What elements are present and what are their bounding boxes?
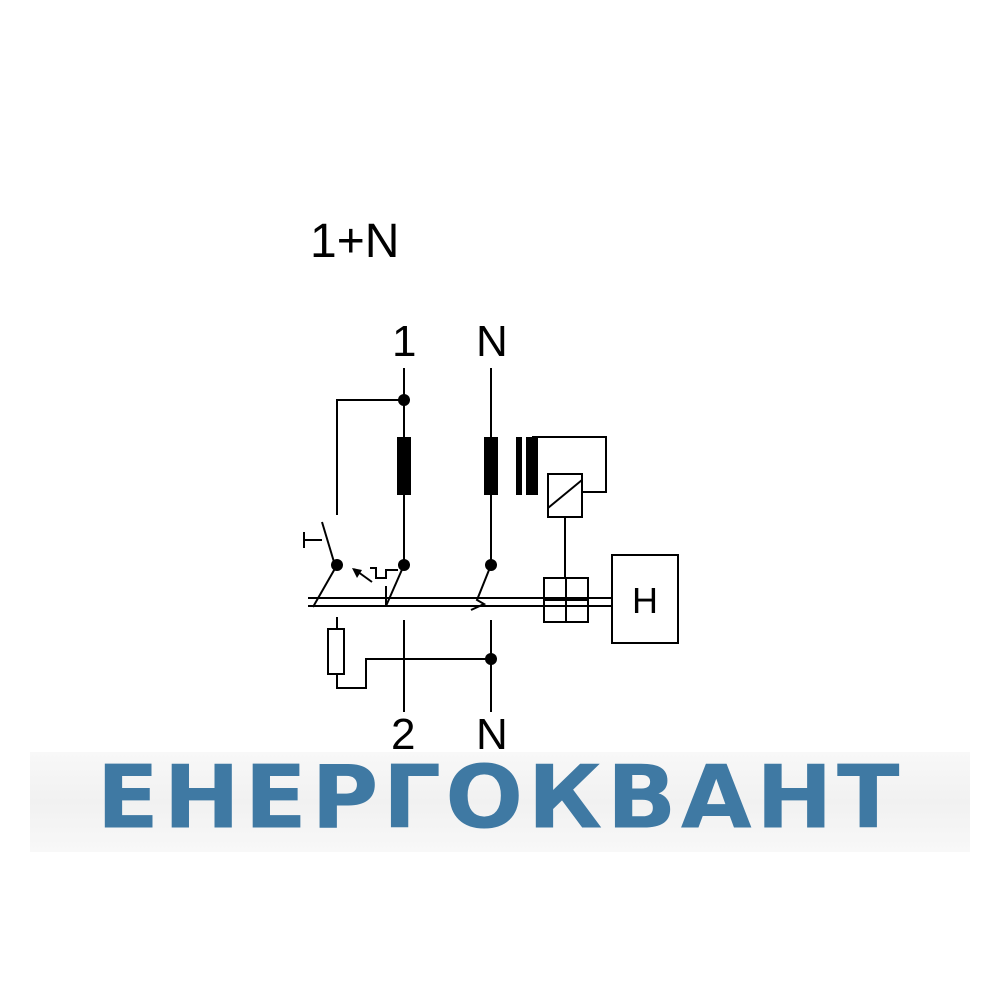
test-circuit-wire — [336, 399, 404, 515]
phase-switch-contact — [385, 564, 405, 607]
relay-coil-diagonal — [547, 479, 583, 509]
test-button-symbol — [303, 521, 335, 563]
overcurrent-trip-symbol — [353, 567, 398, 606]
terminal-n-top-label: N — [476, 317, 508, 366]
resistor-return-wire — [336, 658, 491, 689]
terminal-n-bottom-label: N — [476, 710, 508, 759]
indicator-box-label: H — [632, 580, 658, 621]
logo-band — [30, 752, 970, 852]
junction-dot-phase-contact — [398, 559, 410, 571]
sense-winding — [526, 437, 538, 495]
transformer-core-bar — [516, 437, 522, 495]
neutral-switch-contact — [470, 564, 492, 611]
terminal-2-label: 2 — [391, 710, 415, 759]
neutral-coil — [484, 437, 498, 495]
pole-config-label: 1+N — [310, 215, 399, 268]
sense-winding-loop — [532, 436, 607, 493]
test-resistor — [327, 628, 345, 675]
phase-overcurrent-coil — [397, 437, 411, 495]
terminal-1-label: 1 — [392, 317, 416, 366]
indicator-box — [611, 554, 679, 644]
junction-dot-neutral-lower — [485, 653, 497, 665]
test-switch-contact — [312, 564, 338, 608]
trip-arrow-head — [352, 568, 362, 578]
trip-relay-coil — [547, 473, 583, 518]
trip-latch-block — [543, 577, 589, 623]
brand-logo: ЕНЕРГОКВАНТ — [96, 746, 904, 849]
junction-dot-neutral-contact — [485, 559, 497, 571]
junction-dot-test-contact — [331, 559, 343, 571]
junction-dot-test-tap — [398, 394, 410, 406]
